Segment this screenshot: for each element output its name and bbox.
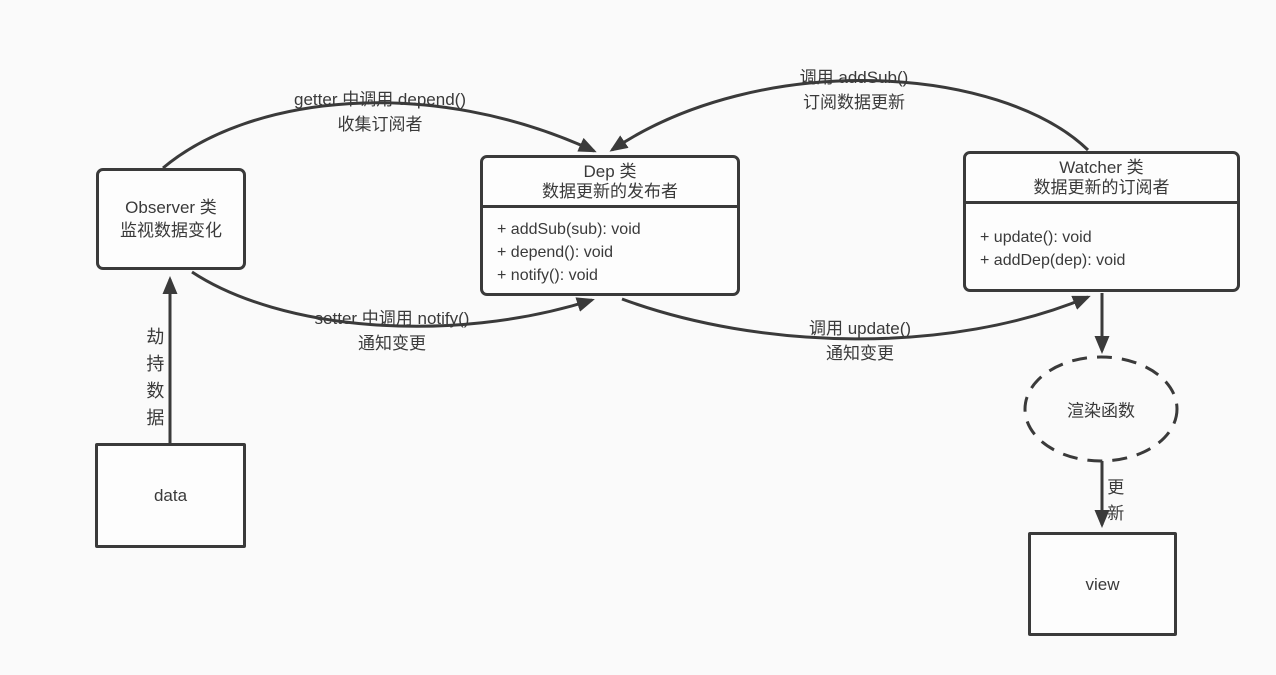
edge-call-addsub <box>609 79 1090 152</box>
edge-getter-depend <box>162 101 597 170</box>
watcher-class-node: Watcher 类 数据更新的订阅者 + update(): void + ad… <box>963 151 1240 292</box>
dep-subtitle: 数据更新的发布者 <box>542 182 678 201</box>
watcher-header: Watcher 类 数据更新的订阅者 <box>966 154 1237 204</box>
watcher-subtitle: 数据更新的订阅者 <box>1033 178 1170 197</box>
watcher-method: + addDep(dep): void <box>980 252 1126 269</box>
addsub-edge-label-line2: 订阅数据更新 <box>802 93 905 112</box>
render-function-label: 渲染函数 <box>1067 401 1135 421</box>
view-label: view <box>1085 574 1120 594</box>
watcher-methods: + update(): void + addDep(dep): void <box>966 204 1237 272</box>
getter-edge-label-line2: 收集订阅者 <box>337 115 423 134</box>
dep-method: + depend(): void <box>497 244 614 261</box>
dep-header: Dep 类 数据更新的发布者 <box>483 158 737 208</box>
hijack-edge-label: 劫持数据 <box>146 327 165 428</box>
addsub-edge-label-line1: 调用 addSub() <box>799 68 909 87</box>
getter-edge-label-line1: getter 中调用 depend() <box>294 90 466 109</box>
observer-title: Observer 类 <box>125 198 217 217</box>
dep-method: + addSub(sub): void <box>497 221 641 238</box>
getter-edge-label: getter 中调用 depend() 收集订阅者 <box>294 87 466 137</box>
addsub-edge-label: 调用 addSub() 订阅数据更新 <box>800 65 909 115</box>
update-edge-label-line1: 调用 update() <box>808 319 912 338</box>
dep-class-node: Dep 类 数据更新的发布者 + addSub(sub): void + dep… <box>480 155 740 296</box>
setter-edge-label: setter 中调用 notify() 通知变更 <box>315 306 470 356</box>
setter-edge-label-line2: 通知变更 <box>357 334 426 353</box>
edge-setter-notify <box>191 270 595 328</box>
dep-method: + notify(): void <box>497 267 598 284</box>
watcher-title: Watcher 类 <box>1059 158 1144 177</box>
watcher-method: + update(): void <box>980 229 1092 246</box>
data-node: data <box>95 443 246 548</box>
dep-title: Dep 类 <box>583 162 637 181</box>
observer-class-node: Observer 类 监视数据变化 <box>96 168 246 270</box>
dep-methods: + addSub(sub): void + depend(): void + n… <box>483 208 737 287</box>
update-edge-label: 调用 update() 通知变更 <box>809 316 911 366</box>
update-edge-label-line2: 通知变更 <box>825 344 894 363</box>
renew-edge-label: 更新 <box>1107 478 1125 523</box>
edge-call-update <box>621 295 1091 341</box>
render-function-ellipse <box>1023 355 1179 463</box>
view-node: view <box>1028 532 1177 636</box>
setter-edge-label-line1: setter 中调用 notify() <box>314 309 470 328</box>
observer-subtitle: 监视数据变化 <box>120 221 222 240</box>
data-label: data <box>153 486 188 505</box>
